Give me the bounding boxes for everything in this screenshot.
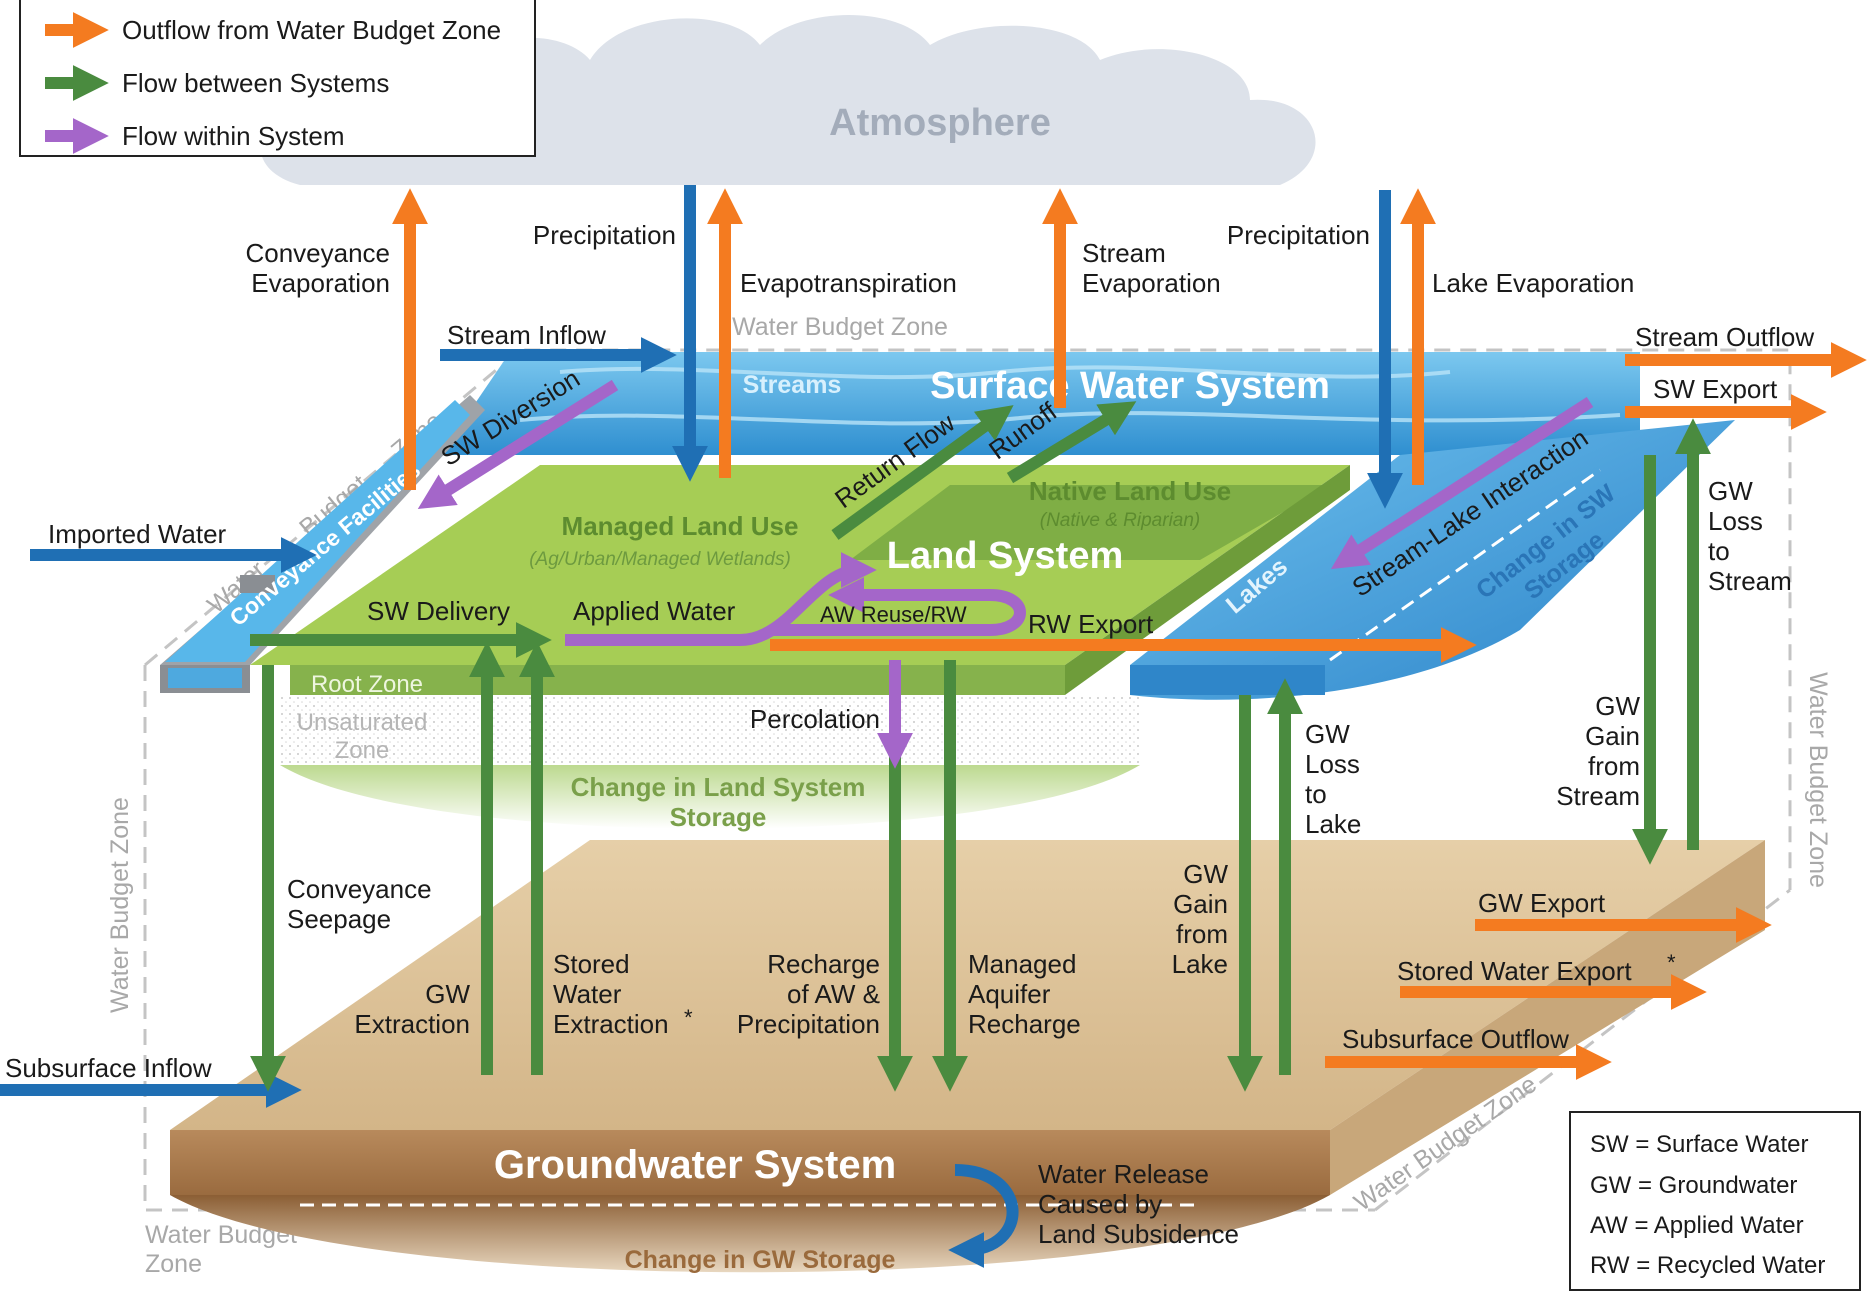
recharge-label-2: of AW &: [787, 979, 880, 1009]
gw-loss-to-lake-label-3: to: [1305, 779, 1327, 809]
lake-evaporation-label: Lake Evaporation: [1432, 268, 1634, 298]
managed-aquifer-recharge-label-2: Aquifer: [968, 979, 1051, 1009]
conveyance-seepage-label-2: Seepage: [287, 904, 391, 934]
gw-loss-to-lake-label-2: Loss: [1305, 749, 1360, 779]
abbreviations-box: SW = Surface Water GW = Groundwater AW =…: [1569, 1111, 1861, 1291]
stored-water-export-asterisk: *: [1667, 950, 1676, 975]
zone-label-left: Water Budget Zone: [106, 797, 134, 1013]
root-zone-label: Root Zone: [311, 671, 423, 698]
zone-label-right: Water Budget Zone: [1804, 672, 1832, 888]
groundwater-system-label: Groundwater System: [494, 1143, 896, 1187]
abbrev-rw: RW = Recycled Water: [1590, 1252, 1825, 1279]
managed-aquifer-recharge-label-3: Recharge: [968, 1009, 1081, 1039]
percolation-label: Percolation: [750, 704, 880, 734]
native-land-use-label: Native Land Use: [1029, 476, 1231, 506]
legend-within-label: Flow within System: [122, 121, 345, 151]
flow-arrows: [0, 185, 1867, 1268]
gw-gain-from-lake-label-3: from: [1176, 919, 1228, 949]
stored-water-extraction-label-2: Water: [553, 979, 622, 1009]
gw-loss-to-stream-label-2: Loss: [1708, 506, 1763, 536]
sw-export-label: SW Export: [1653, 374, 1778, 404]
unsaturated-zone-label-1: Unsaturated: [297, 709, 428, 736]
gw-extraction-label-1: GW: [425, 979, 470, 1009]
stream-inflow-label: Stream Inflow: [447, 320, 606, 350]
stored-water-extraction-label-1: Stored: [553, 949, 630, 979]
change-gw-storage-label: Change in GW Storage: [625, 1246, 896, 1274]
stream-evaporation-label-1: Stream: [1082, 238, 1166, 268]
land-system: Root Zone Managed Land Use (Ag/Urban/Man…: [250, 465, 1350, 698]
unsaturated-zone: Unsaturated Zone Change in Land System S…: [280, 695, 1140, 832]
recharge-label-3: Precipitation: [737, 1009, 880, 1039]
surface-water-system-label: Surface Water System: [930, 365, 1330, 407]
legend-outflow-label: Outflow from Water Budget Zone: [122, 15, 501, 45]
imported-water-label: Imported Water: [48, 519, 227, 549]
gw-loss-to-lake-label-1: GW: [1305, 719, 1350, 749]
precipitation-right-label: Precipitation: [1227, 220, 1370, 250]
stream-lake-interaction-arrow: [1330, 396, 1594, 570]
streams-label: Streams: [743, 371, 842, 399]
stored-water-export-label: Stored Water Export: [1397, 956, 1632, 986]
runoff-arrow: [1006, 401, 1137, 484]
gw-gain-from-stream-label-2: Gain: [1585, 721, 1640, 751]
stored-water-extraction-asterisk: *: [684, 1005, 693, 1030]
gw-loss-to-stream-label-3: to: [1708, 536, 1730, 566]
sw-delivery-label: SW Delivery: [367, 596, 510, 626]
abbrev-aw: AW = Applied Water: [1590, 1212, 1804, 1239]
sw-diversion-arrow: [417, 379, 619, 509]
zone-label-top: Water Budget Zone: [732, 313, 948, 341]
gw-export-label: GW Export: [1478, 888, 1606, 918]
evapotranspiration-label: Evapotranspiration: [740, 268, 957, 298]
conveyance-evaporation-label-1: Conveyance: [245, 238, 390, 268]
change-land-storage-label-1: Change in Land System: [571, 772, 866, 802]
gw-gain-from-stream-label-3: from: [1588, 751, 1640, 781]
water-release-label-3: Land Subsidence: [1038, 1219, 1239, 1249]
abbrev-sw: SW = Surface Water: [1590, 1131, 1809, 1158]
gw-extraction-label-2: Extraction: [354, 1009, 470, 1039]
managed-aquifer-recharge-label-1: Managed: [968, 949, 1076, 979]
water-release-label-2: Caused by: [1038, 1189, 1162, 1219]
water-release-label-1: Water Release: [1038, 1159, 1209, 1189]
gw-gain-from-stream-label-1: GW: [1595, 691, 1640, 721]
gw-gain-from-stream-label-4: Stream: [1556, 781, 1640, 811]
stored-water-extraction-label-3: Extraction: [553, 1009, 669, 1039]
land-system-label: Land System: [887, 535, 1124, 577]
applied-water-label: Applied Water: [573, 596, 736, 626]
native-land-use-sub: (Native & Riparian): [1040, 510, 1201, 531]
stream-outflow-label: Stream Outflow: [1635, 322, 1814, 352]
gw-loss-to-lake-label-4: Lake: [1305, 809, 1361, 839]
atmosphere-label: Atmosphere: [829, 102, 1051, 144]
unsaturated-zone-label-2: Zone: [335, 737, 390, 764]
gw-loss-to-stream-label-4: Stream: [1708, 566, 1792, 596]
aw-reuse-label: AW Reuse/RW: [820, 602, 967, 627]
gw-gain-from-lake-label-1: GW: [1183, 859, 1228, 889]
legend: Outflow from Water Budget Zone Flow betw…: [19, 0, 536, 157]
conveyance-evaporation-label-2: Evaporation: [251, 268, 390, 298]
conveyance-seepage-label-1: Conveyance: [287, 874, 432, 904]
gw-gain-from-lake-label-2: Gain: [1173, 889, 1228, 919]
managed-land-use-sub: (Ag/Urban/Managed Wetlands): [529, 549, 791, 570]
change-land-storage-label-2: Storage: [670, 802, 767, 832]
applied-water-arrow: [565, 552, 877, 646]
abbrev-gw: GW = Groundwater: [1590, 1172, 1797, 1199]
recharge-label-1: Recharge: [767, 949, 880, 979]
zone-label-bottom-left-2: Zone: [145, 1250, 202, 1278]
stream-evaporation-label-2: Evaporation: [1082, 268, 1221, 298]
legend-between-label: Flow between Systems: [122, 68, 389, 98]
rw-export-label: RW Export: [1028, 609, 1154, 639]
aw-reuse-arrow: [770, 577, 1026, 636]
managed-land-use-label: Managed Land Use: [562, 511, 799, 541]
subsurface-outflow-label: Subsurface Outflow: [1342, 1024, 1569, 1054]
gw-loss-to-stream-label-1: GW: [1708, 476, 1753, 506]
water-release-arrow: [948, 1164, 1019, 1268]
subsurface-inflow-label: Subsurface Inflow: [5, 1053, 212, 1083]
precipitation-left-label: Precipitation: [533, 220, 676, 250]
return-flow-arrow: [831, 405, 1014, 540]
gw-gain-from-lake-label-4: Lake: [1172, 949, 1228, 979]
